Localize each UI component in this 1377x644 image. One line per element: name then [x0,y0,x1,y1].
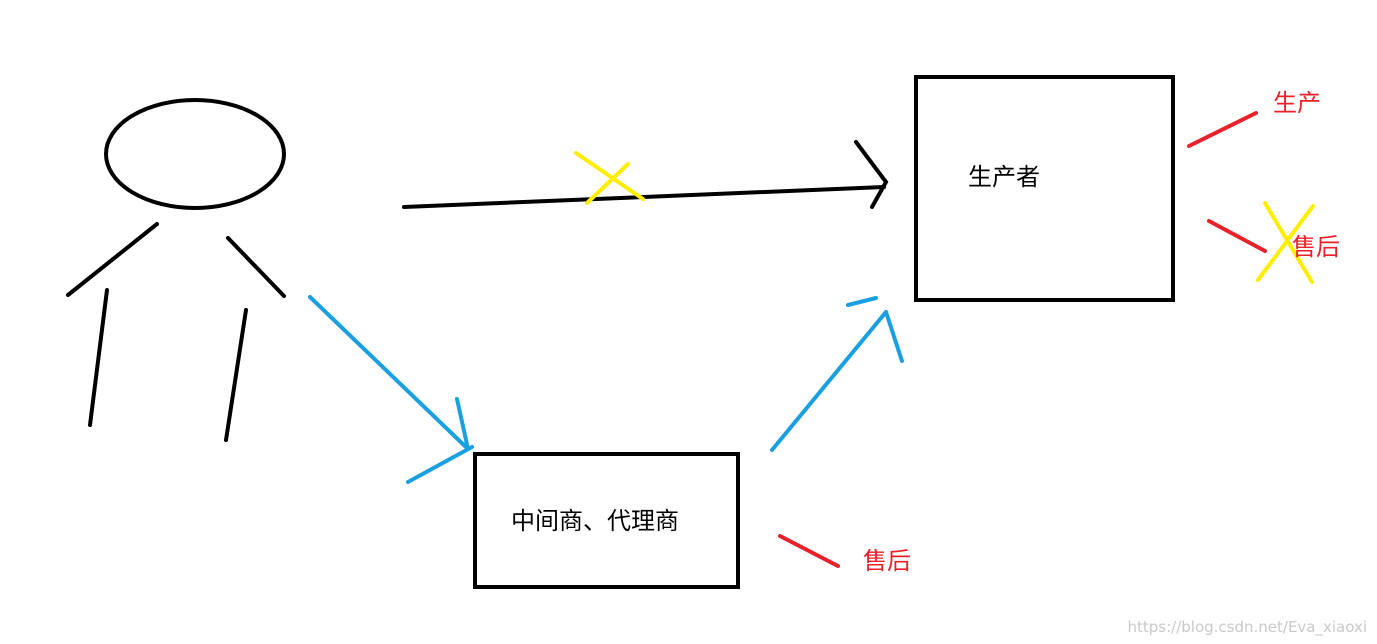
blue-arrow-1-head-b [406,445,474,484]
producer-after-sales-label: 售后 [1292,233,1340,261]
cross-stroke-1 [574,151,645,201]
direct-arrow-shaft [402,185,886,209]
consumer-right-leg [224,308,248,442]
watermark-text: https://blog.csdn.net/Eva_xiaoxi [1127,618,1368,636]
blue-arrow-1-shaft [308,295,470,451]
producer-after-sales-cross-mark [1256,201,1315,284]
direct-arrow [402,140,889,209]
after-sales-cross-stroke-2 [1256,204,1315,282]
direct-arrow-head [854,140,889,209]
blue-arrow-1-head-a [455,397,470,451]
cross-stroke-2 [585,162,630,205]
consumer-left-arm [66,222,159,297]
blue-arrow-to-middleman [308,295,474,484]
after-sales-cross-stroke-1 [1263,201,1314,284]
middleman-box [473,452,740,589]
consumer-left-leg [88,288,109,427]
producer-production-tick [1187,111,1258,148]
producer-after-sales-tick [1207,219,1267,253]
blue-arrow-to-producer [770,296,904,452]
producer-box [914,75,1175,302]
consumer-right-arm [226,236,286,298]
producer-production-label: 生产 [1273,89,1321,117]
blue-arrow-2-shaft [770,310,888,452]
producer-label: 生产者 [968,163,1040,191]
direct-path-cross-mark [574,151,645,205]
blue-arrow-2-head-b [884,310,904,363]
middleman-after-sales-tick [778,534,840,568]
middleman-label: 中间商、代理商 [511,507,679,535]
consumer-figure [66,98,286,442]
middleman-after-sales-label: 售后 [863,547,911,575]
blue-arrow-2-head-a [846,296,878,307]
consumer-head [104,98,286,210]
annotation-ticks [778,111,1267,568]
